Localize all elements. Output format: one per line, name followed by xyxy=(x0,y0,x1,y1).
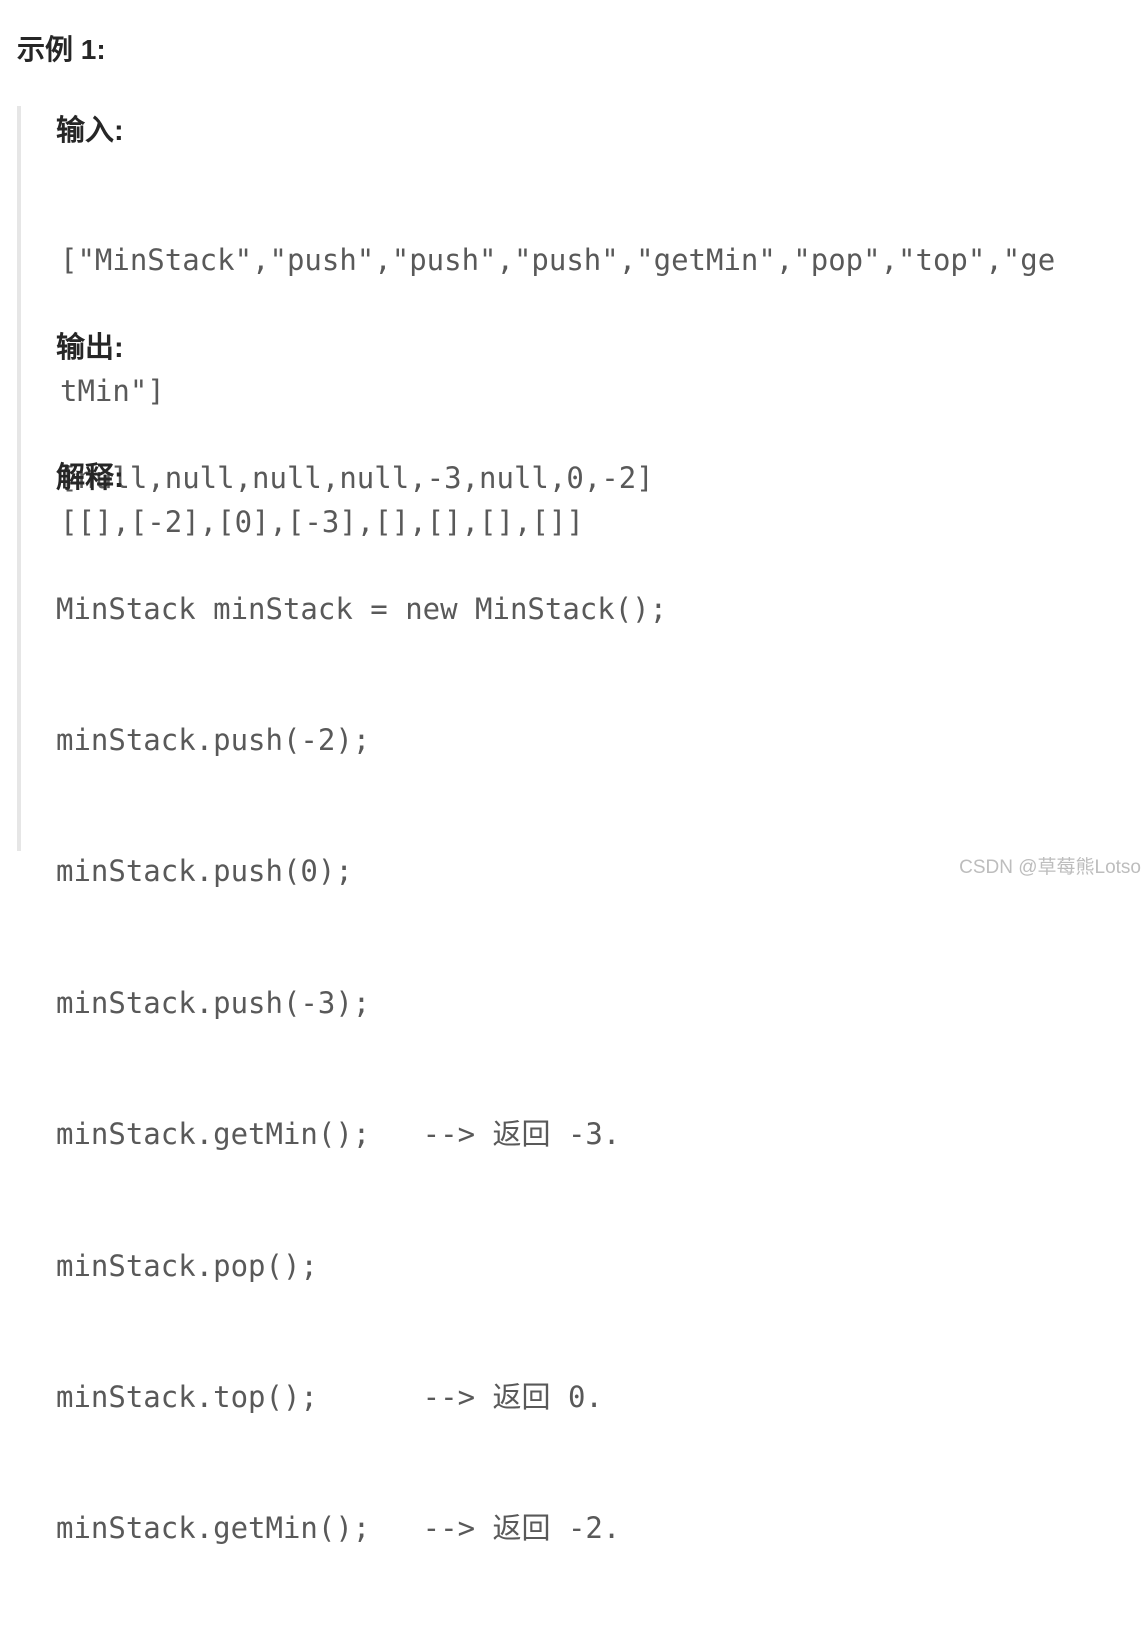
explanation-line: minStack.top(); --> 返回 0. xyxy=(56,1379,603,1414)
input-code: ["MinStack","push","push","push","getMin… xyxy=(60,151,1055,633)
explanation-line: minStack.getMin(); --> 返回 -3. xyxy=(56,1117,621,1152)
csdn-watermark: CSDN @草莓熊Lotso xyxy=(959,857,1141,878)
example-heading: 示例 1: xyxy=(17,34,106,65)
input-line: ["MinStack","push","push","push","getMin… xyxy=(60,242,1056,277)
input-line: [[],[-2],[0],[-3],[],[],[],[]] xyxy=(60,505,584,540)
explanation-line: MinStack minStack = new MinStack(); xyxy=(56,591,668,626)
output-label: 输出: xyxy=(56,332,124,364)
output-code: [null,null,null,null,-3,null,0,-2] xyxy=(60,369,654,588)
input-label: 输入: xyxy=(56,115,124,147)
explanation-label: 解释: xyxy=(56,462,124,494)
example-blockquote: 输入: ["MinStack","push","push","push","ge… xyxy=(17,106,1127,1545)
input-line: tMin"] xyxy=(60,373,165,408)
explanation-line: minStack.pop(); xyxy=(56,1248,318,1283)
explanation-line: minStack.getMin(); --> 返回 -2. xyxy=(56,1511,621,1546)
explanation-line: minStack.push(0); xyxy=(56,854,353,889)
explanation-line: minStack.push(-2); xyxy=(56,722,371,757)
explanation-line: minStack.push(-3); xyxy=(56,985,371,1020)
output-line: [null,null,null,null,-3,null,0,-2] xyxy=(60,460,654,495)
explanation-code: MinStack minStack = new MinStack(); minS… xyxy=(56,500,667,1639)
